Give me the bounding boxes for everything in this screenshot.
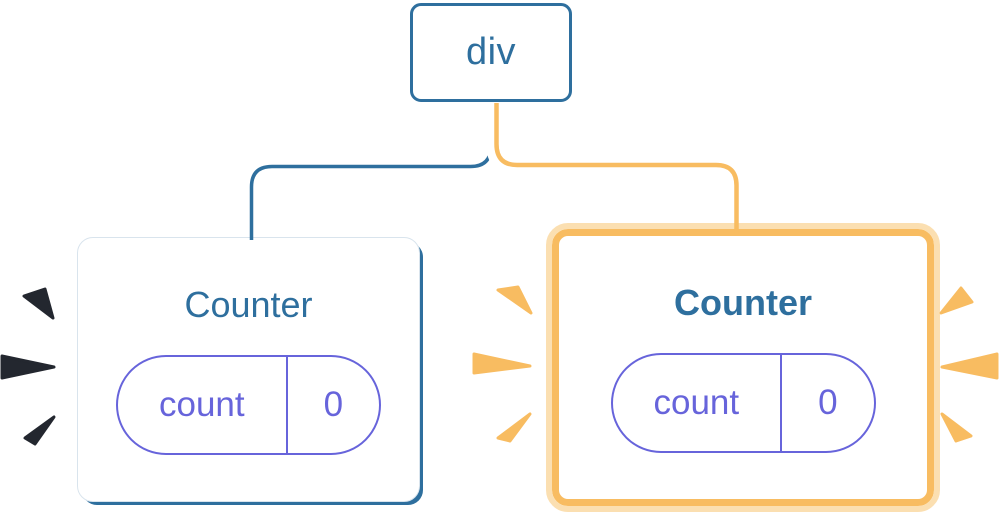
counter-title-right: Counter [674, 282, 812, 323]
burst-wedge-icon [496, 412, 532, 443]
root-div-label: div [465, 31, 517, 73]
state-key-cell: count [118, 357, 288, 453]
connector-blue-line [249, 103, 493, 240]
burst-marks-middle [472, 285, 533, 443]
state-key-label: count [159, 385, 245, 424]
state-pill-left: count 0 [116, 355, 381, 455]
counter-card-left: Counter count 0 [77, 237, 420, 502]
burst-wedge-icon [939, 286, 974, 315]
burst-wedge-icon [472, 352, 532, 375]
burst-wedge-icon [940, 352, 999, 380]
burst-wedge-icon [0, 354, 56, 380]
counter-card-right-highlighted: Counter count 0 [546, 223, 940, 512]
burst-wedge-icon [496, 285, 533, 315]
burst-wedge-icon [22, 287, 55, 320]
state-value-label: 0 [818, 383, 838, 422]
burst-wedge-icon [23, 415, 56, 446]
state-key-label: count [653, 383, 740, 422]
state-value-label: 0 [323, 385, 344, 424]
root-div-node: div [410, 3, 572, 102]
connector-orange-line [494, 103, 739, 234]
burst-wedge-icon [940, 412, 973, 443]
burst-marks-right [939, 286, 999, 443]
state-key-cell: count [613, 355, 783, 451]
connector-orange-casing [486, 103, 747, 221]
state-value-cell: 0 [782, 355, 873, 451]
burst-marks-left [0, 287, 56, 446]
state-value-cell: 0 [288, 357, 379, 453]
counter-title-left: Counter [184, 284, 313, 325]
state-pill-right: count 0 [610, 353, 876, 453]
